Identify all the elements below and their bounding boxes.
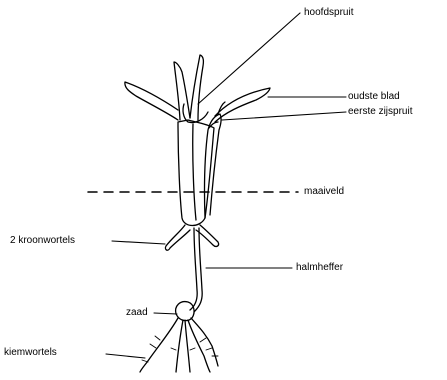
left-leaf	[125, 82, 178, 120]
seminal-root-4	[185, 320, 190, 372]
label-crown-roots: 2 kroonwortels	[10, 235, 75, 247]
crown-root-left	[165, 225, 190, 250]
label-main-shoot: hoofdspruit	[304, 7, 353, 19]
label-first-tiller: eerste zijspruit	[348, 106, 412, 118]
leader-first-tiller	[222, 112, 346, 120]
leader-crown-roots	[112, 241, 165, 244]
main-stem	[178, 120, 214, 226]
leader-seminal-roots	[106, 354, 145, 358]
main-shoot-tip-right	[190, 55, 203, 120]
label-oldest-leaf: oudste blad	[348, 91, 400, 103]
seminal-root-1	[140, 318, 178, 372]
main-shoot-tip	[174, 62, 190, 120]
culm-lifter	[190, 228, 197, 310]
seminal-root-2	[176, 320, 183, 372]
leader-seed	[154, 313, 177, 314]
leader-main-shoot	[198, 13, 300, 104]
label-seminal-roots: kiemwortels	[4, 347, 57, 359]
sheath-line	[193, 124, 196, 220]
label-seed: zaad	[126, 307, 148, 319]
label-ground-level: maaiveld	[304, 186, 344, 198]
label-culm-lifter: halmheffer	[296, 262, 343, 274]
